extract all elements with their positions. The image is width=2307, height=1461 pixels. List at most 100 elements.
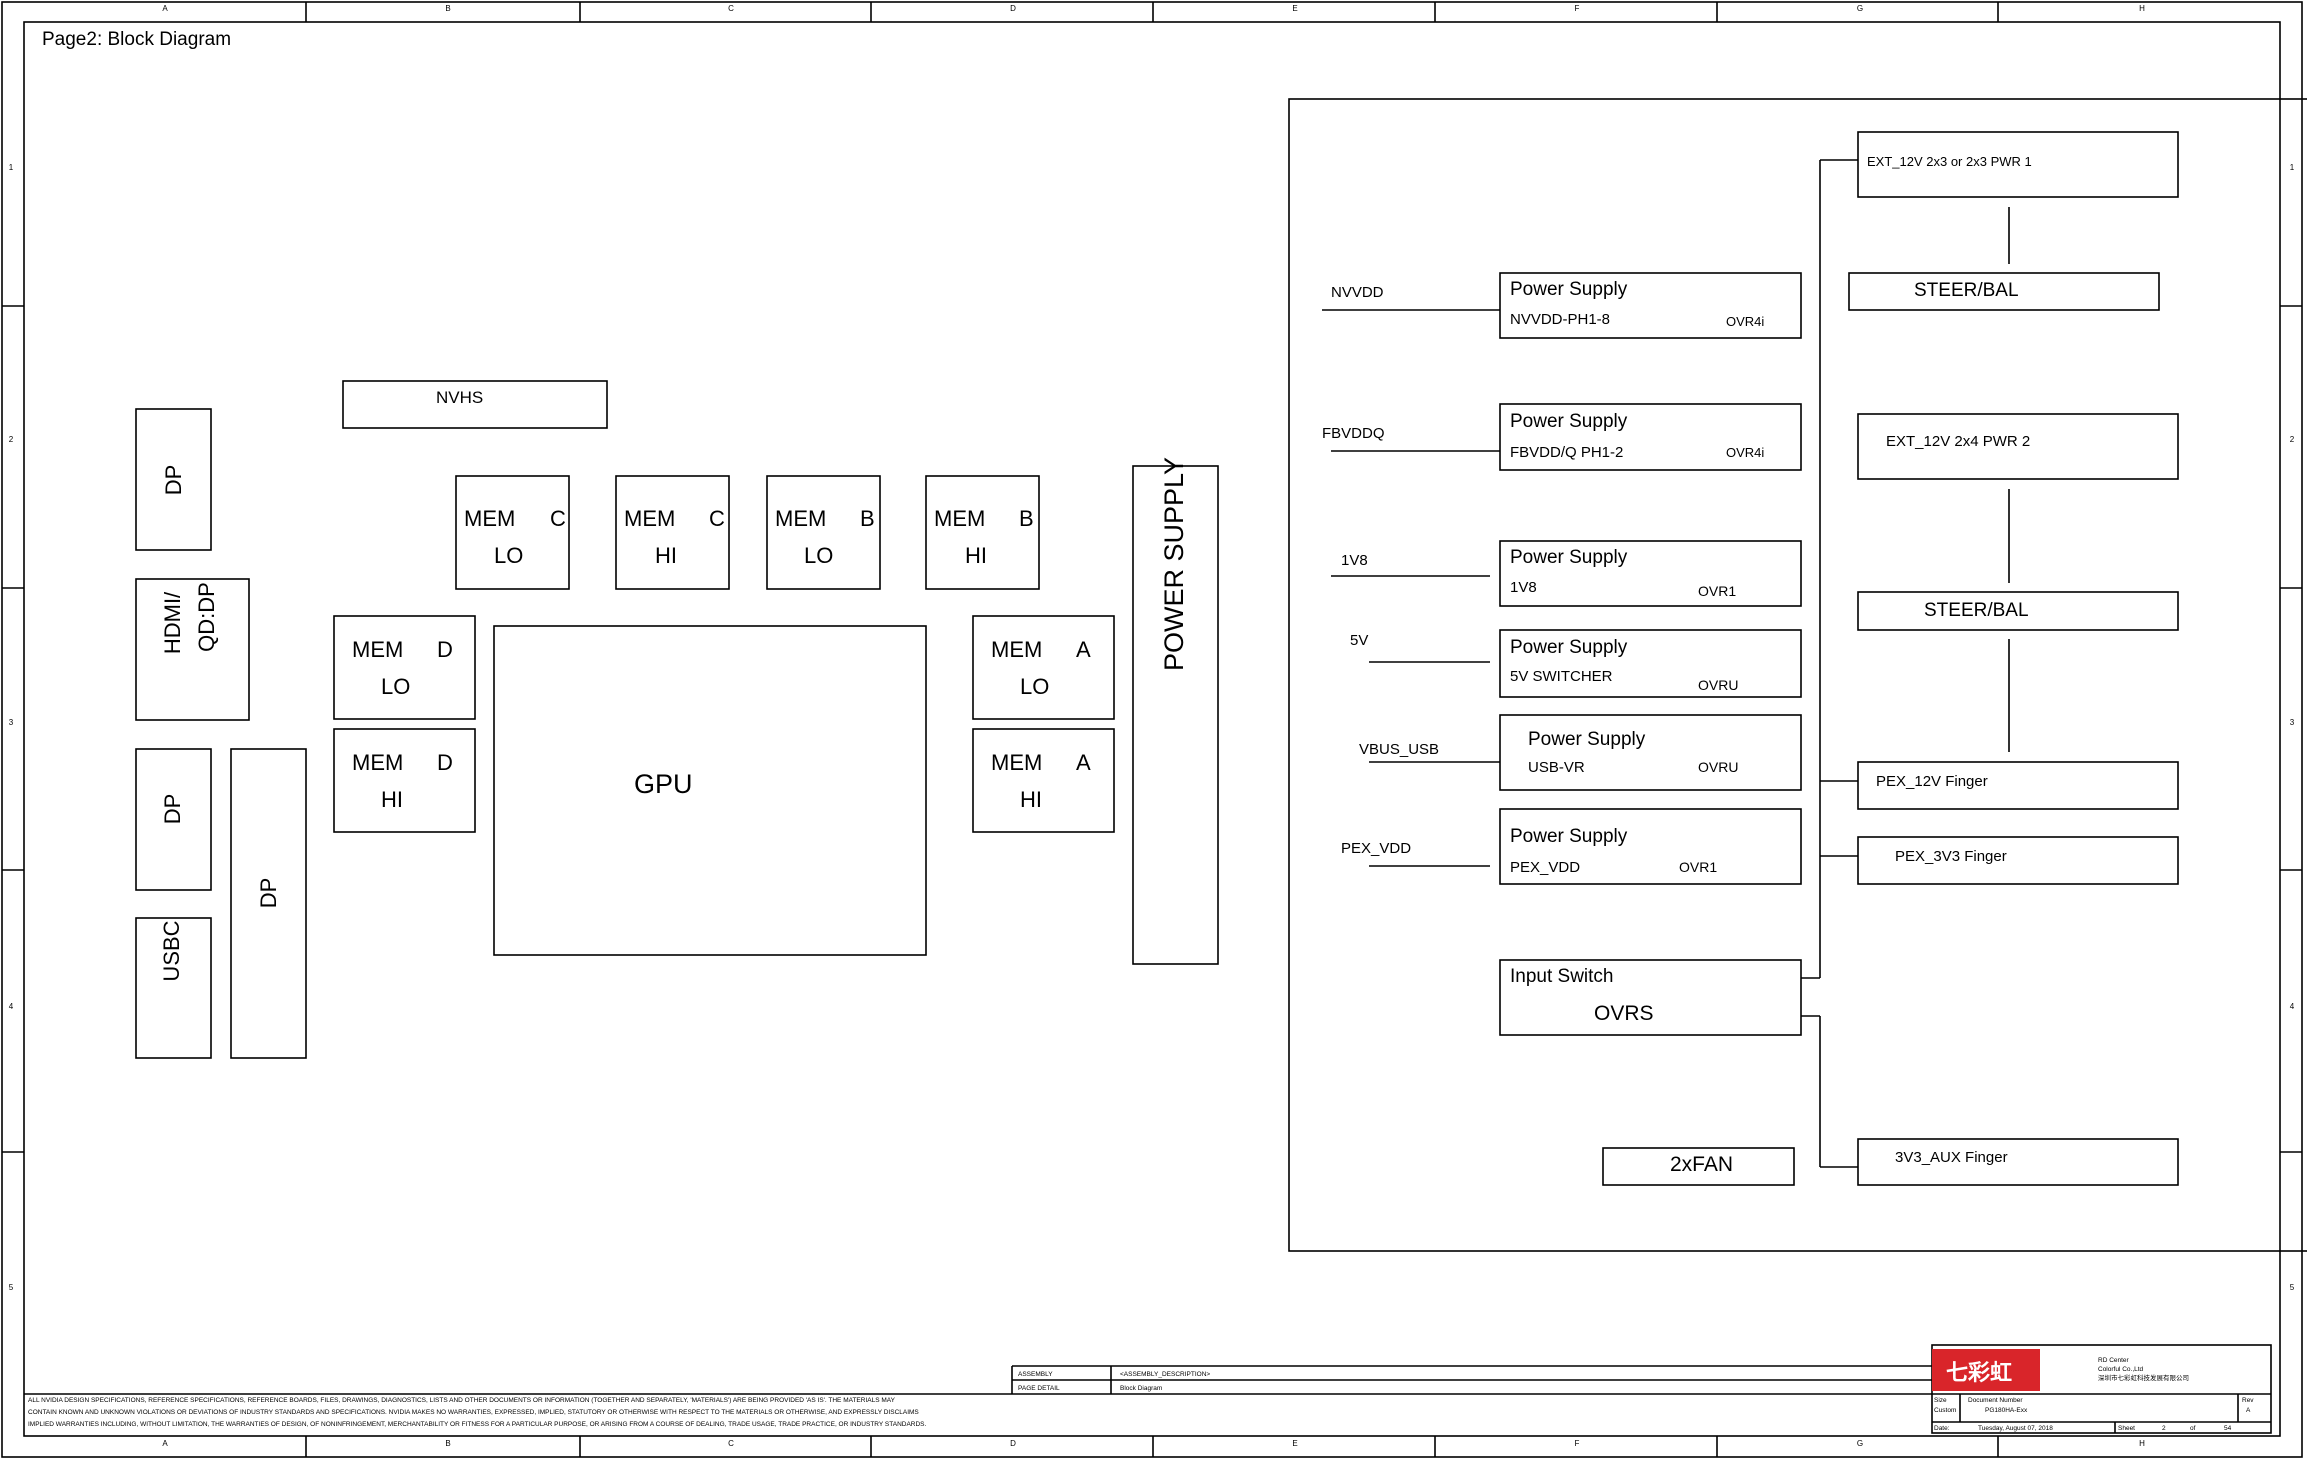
row-label-4-left: 4 (9, 1002, 14, 1011)
rail-ctrl-nvvdd: OVR4i (1726, 314, 1764, 329)
mem-d-hi-bank: HI (381, 787, 403, 812)
col-label-b-bottom: B (445, 1439, 450, 1448)
col-label-e-bottom: E (1292, 1439, 1297, 1448)
net-label-vbus: VBUS_USB (1359, 741, 1439, 758)
rail-ctrl-vbus: OVRU (1698, 759, 1738, 775)
rail-box-vbus (1499, 714, 1802, 791)
dp-label-3: DP (256, 878, 281, 909)
power-section-frame (1288, 98, 2307, 1252)
ext1-box (1857, 131, 2179, 198)
mem-c-lo-bank: LO (494, 543, 523, 568)
sheet-number: 2 (2162, 1425, 2166, 1432)
disclaimer-line-2: CONTAIN KNOWN AND UNKNOWN VIOLATIONS OR … (28, 1409, 919, 1416)
ext2-box (1857, 413, 2179, 480)
row-label-5-right: 5 (2290, 1283, 2295, 1292)
mem-c-hi-channel: C (709, 506, 725, 531)
rail-sub-vbus: USB-VR (1528, 759, 1585, 776)
row-label-3-left: 3 (9, 718, 14, 727)
mem-a-lo-bank: LO (1020, 674, 1049, 699)
mem-b-hi-channel: B (1019, 506, 1034, 531)
doc-number-value: PG180HA-Exx (1985, 1407, 2028, 1414)
aux-box (1857, 1138, 2179, 1186)
rail-sub-nvvdd: NVVDD-PH1-8 (1510, 311, 1610, 328)
doc-number-label: Document Number (1968, 1397, 2023, 1404)
hdmi-connector-box (135, 578, 250, 721)
rail-box-nvvdd (1499, 272, 1802, 339)
assembly-value: <ASSEMBLY_DESCRIPTION> (1120, 1371, 1210, 1378)
mem-b-lo-channel: B (860, 506, 875, 531)
column-ticks (305, 2, 1999, 1457)
inner-frame (23, 21, 2281, 1437)
net-lines (1322, 159, 2010, 1168)
ext2-label: EXT_12V 2x4 PWR 2 (1886, 433, 2030, 450)
rail-title-pexvdd: Power Supply (1510, 826, 1628, 847)
mem-a-lo-label: MEM (991, 637, 1042, 662)
rail-ctrl-1v8: OVR1 (1698, 583, 1736, 599)
col-label-c-top: C (728, 4, 734, 13)
mem-d-lo-bank: LO (381, 674, 410, 699)
mem-d-hi-box (333, 728, 476, 833)
col-label-c-bottom: C (728, 1439, 734, 1448)
row-ticks (2, 305, 2302, 1153)
rail-title-vbus: Power Supply (1528, 729, 1646, 750)
input-switch-sub: OVRS (1594, 1002, 1654, 1025)
dp-connector-box-3 (230, 748, 307, 1059)
col-label-h-bottom: H (2139, 1439, 2145, 1448)
company-line-1: RD Center (2098, 1357, 2130, 1364)
mem-b-lo-bank: LO (804, 543, 833, 568)
rail-title-fbvddq: Power Supply (1510, 411, 1628, 432)
rev-label: Rev (2242, 1397, 2254, 1404)
title-block-lines (24, 1344, 2272, 1434)
mem-d-lo-channel: D (437, 637, 453, 662)
company-line-3: 深圳市七彩虹科技发展有限公司 (2098, 1373, 2189, 1382)
nvhs-box (342, 380, 608, 429)
row-label-1-left: 1 (9, 163, 14, 172)
col-label-f-bottom: F (1575, 1439, 1580, 1448)
mem-a-hi-channel: A (1076, 750, 1091, 775)
gpu-box (493, 625, 927, 956)
mem-c-hi-label: MEM (624, 506, 675, 531)
rail-sub-1v8: 1V8 (1510, 579, 1537, 596)
power-supply-bar-label: POWER SUPPLY (1159, 457, 1189, 671)
rail-ctrl-5v: OVRU (1698, 677, 1738, 693)
net-label-fbvddq: FBVDDQ (1322, 425, 1385, 442)
mem-d-hi-label: MEM (352, 750, 403, 775)
mem-d-lo-box (333, 615, 476, 720)
net-label-nvvdd: NVVDD (1331, 284, 1384, 301)
mem-b-lo-label: MEM (775, 506, 826, 531)
col-label-f-top: F (1575, 4, 1580, 13)
net-label-1v8: 1V8 (1341, 552, 1368, 569)
steer2-label: STEER/BAL (1924, 600, 2029, 621)
mem-d-hi-channel: D (437, 750, 453, 775)
dp-connector-box-1 (135, 408, 212, 551)
row-label-2-left: 2 (9, 435, 14, 444)
rail-title-1v8: Power Supply (1510, 547, 1628, 568)
date-value: Tuesday, August 07, 2018 (1978, 1425, 2053, 1432)
pex3v3-label: PEX_3V3 Finger (1895, 848, 2007, 865)
page-detail-value: Block Diagram (1120, 1385, 1162, 1392)
input-switch-box (1499, 959, 1802, 1036)
company-logo-text: 七彩虹 (1946, 1360, 2012, 1385)
page-title: Page2: Block Diagram (42, 29, 231, 50)
rail-box-5v (1499, 629, 1802, 698)
mem-c-lo-channel: C (550, 506, 566, 531)
rev-value: A (2246, 1407, 2251, 1414)
steer1-label: STEER/BAL (1914, 280, 2019, 301)
pex12-box (1857, 761, 2179, 810)
mem-b-hi-label: MEM (934, 506, 985, 531)
sheet-of: of (2190, 1425, 2196, 1432)
rail-box-pexvdd (1499, 808, 1802, 885)
mem-a-lo-box (972, 615, 1115, 720)
sheet-label: Sheet (2118, 1425, 2135, 1432)
fan-label: 2xFAN (1670, 1153, 1733, 1176)
rail-ctrl-fbvddq: OVR4i (1726, 445, 1764, 460)
date-label: Date: (1934, 1425, 1950, 1432)
net-label-5v: 5V (1350, 632, 1368, 649)
mem-a-lo-channel: A (1076, 637, 1091, 662)
gpu-label: GPU (634, 769, 693, 799)
mem-a-hi-label: MEM (991, 750, 1042, 775)
usbc-label: USBC (159, 920, 184, 981)
col-label-a-bottom: A (162, 1439, 168, 1448)
